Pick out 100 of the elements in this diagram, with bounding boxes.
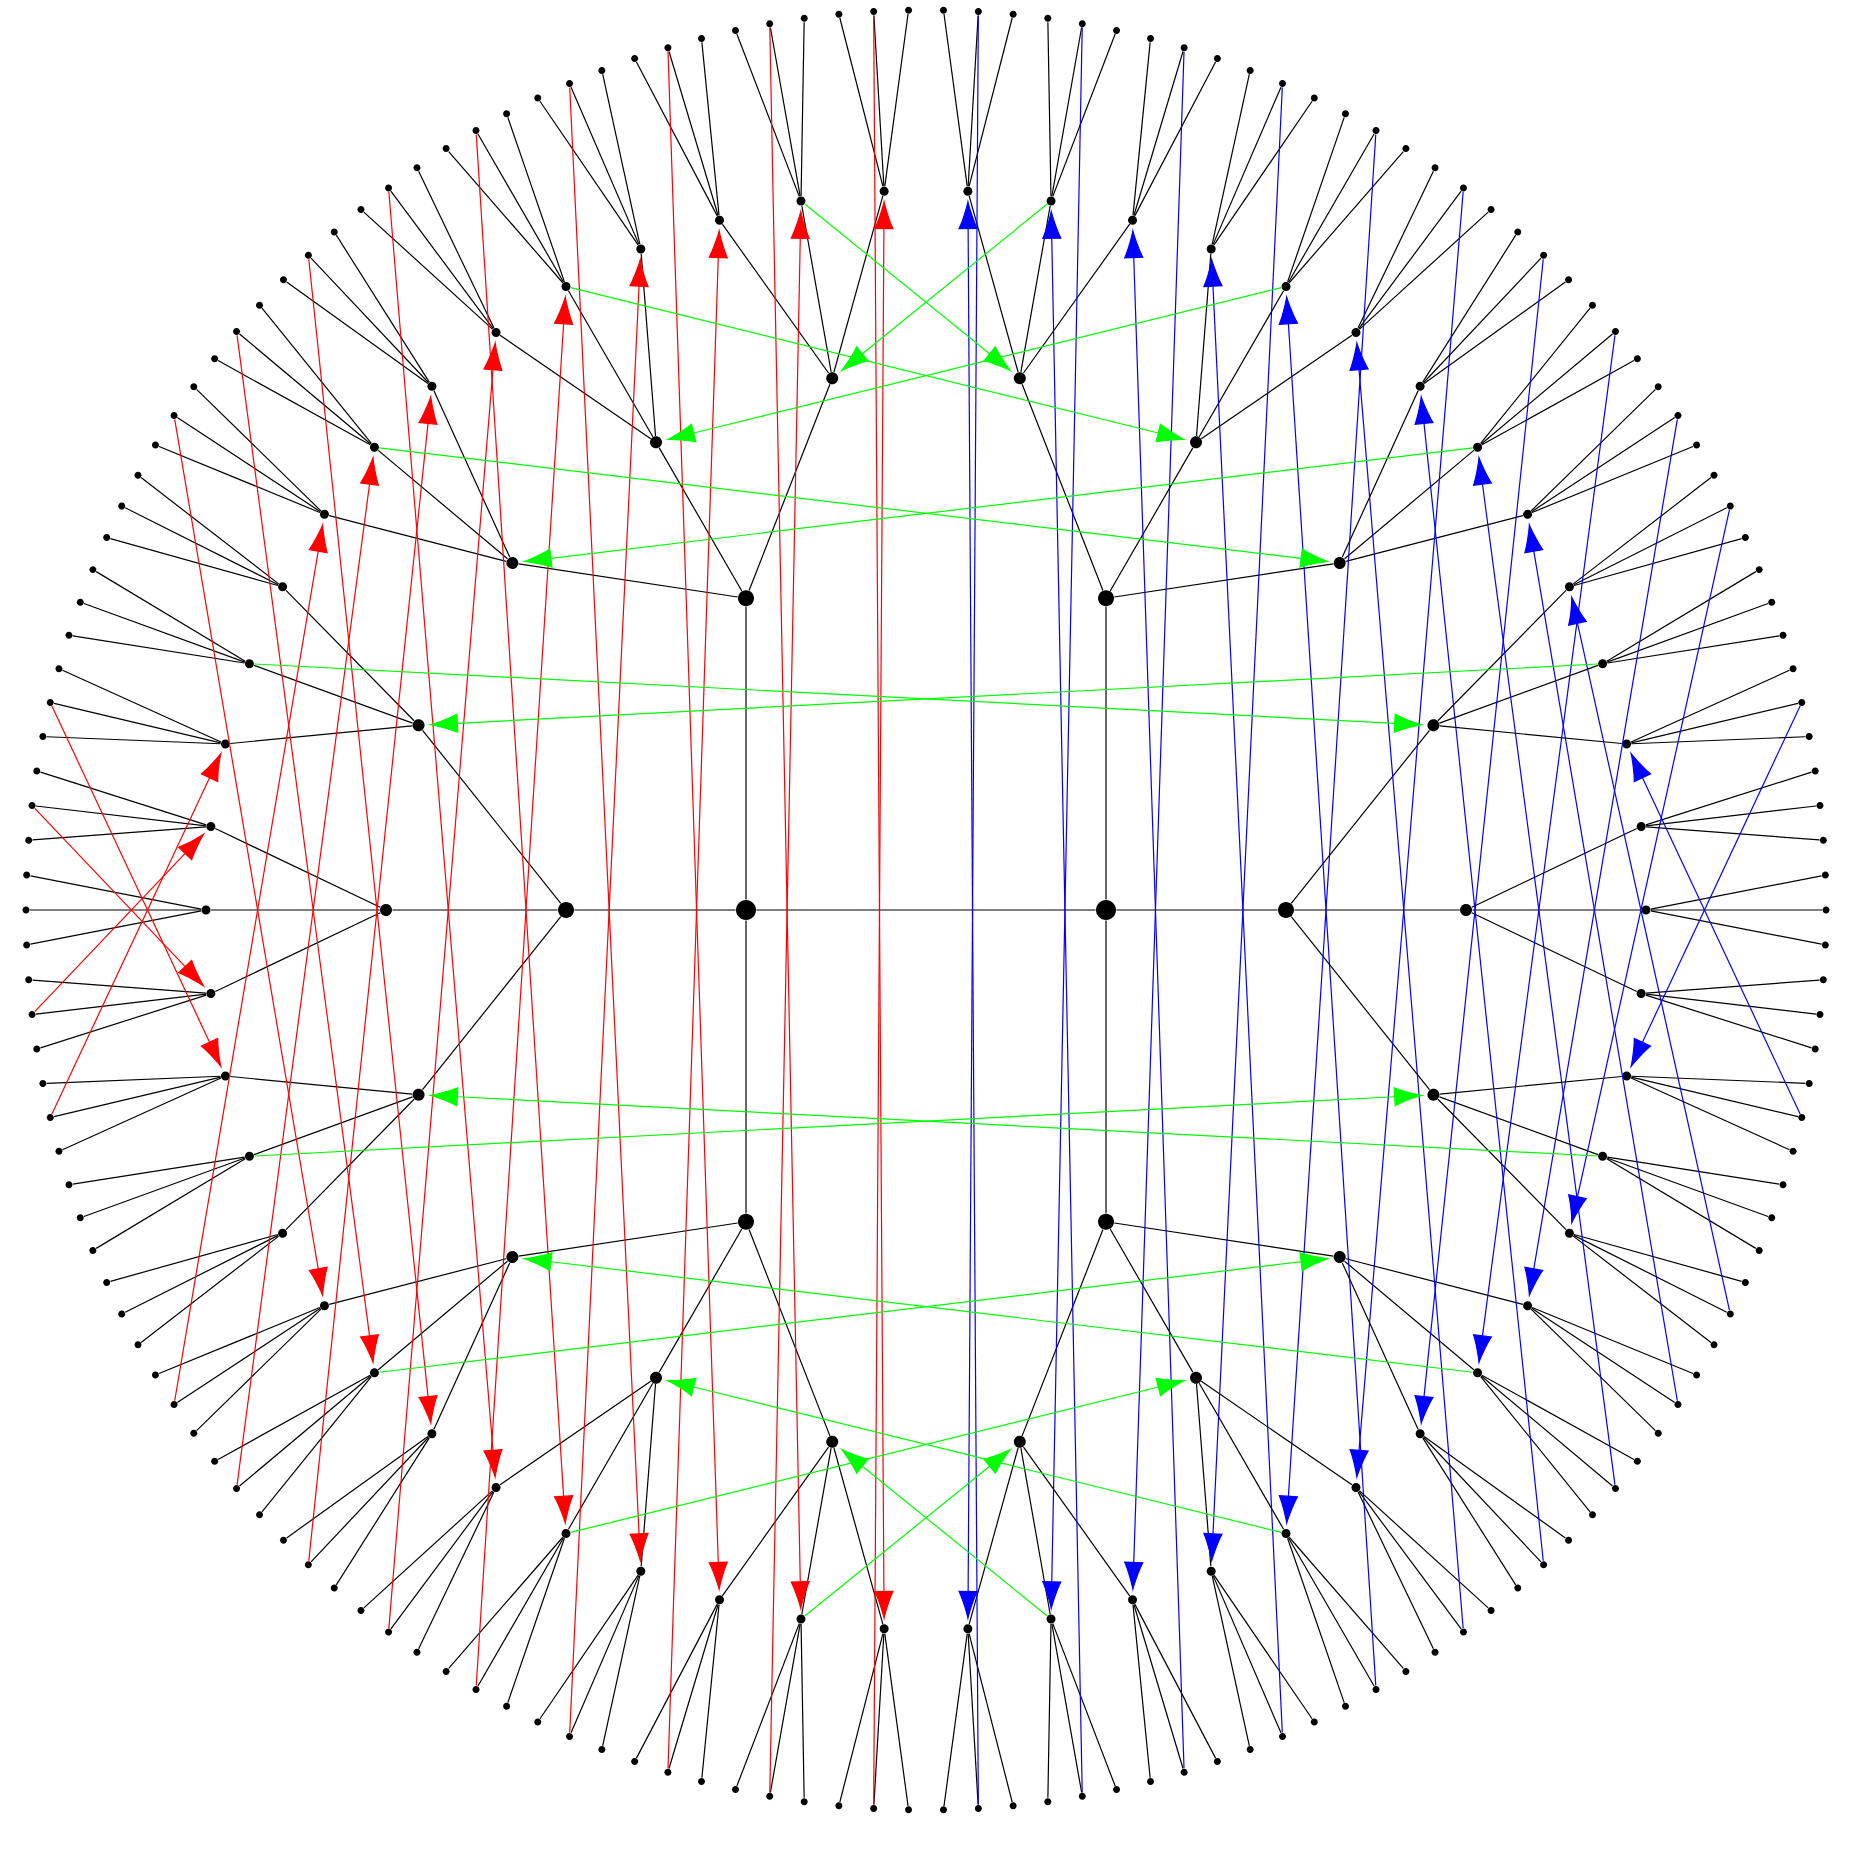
- connector-line: [1113, 563, 1334, 598]
- connector-line: [640, 1383, 657, 1567]
- connector-line: [1358, 190, 1462, 330]
- dot: [1096, 900, 1116, 920]
- connector-line: [1052, 1623, 1116, 1787]
- connector-line: [72, 635, 246, 664]
- connector-line: [1287, 133, 1375, 283]
- connector-line: [377, 1260, 509, 1371]
- connector-line: [1471, 909, 1642, 911]
- connector-line: [745, 606, 747, 901]
- connector-line: [328, 515, 507, 562]
- connector-line: [261, 1376, 372, 1513]
- connector-line: [1359, 211, 1489, 330]
- connector-line: [448, 150, 564, 284]
- connector-line: [363, 211, 494, 330]
- connector-line: [217, 359, 371, 446]
- arrow: [51, 705, 222, 1067]
- connector-line: [196, 1308, 322, 1432]
- connector-line: [1606, 1157, 1769, 1218]
- connector-line: [1630, 702, 1799, 744]
- arrow: [769, 211, 810, 1794]
- connector-line: [124, 1234, 279, 1313]
- connector-line: [1105, 919, 1107, 1214]
- arrow: [958, 201, 979, 1806]
- arrow: [430, 663, 1599, 733]
- connector-line: [499, 334, 652, 440]
- arrow: [841, 203, 1048, 372]
- connector-line: [1293, 909, 1461, 911]
- connector-line: [801, 1447, 832, 1615]
- connector-line: [839, 1632, 884, 1803]
- connector-line: [1047, 1623, 1052, 1799]
- connector-line: [1471, 912, 1638, 993]
- connector-line: [176, 417, 321, 513]
- connector-line: [1650, 910, 1823, 945]
- connector-line: [833, 1447, 884, 1625]
- connector-line: [635, 1603, 718, 1759]
- arrow: [1203, 86, 1283, 1562]
- connector-line: [140, 476, 280, 585]
- connector-line: [214, 827, 381, 908]
- arrow: [523, 447, 1474, 568]
- arrow: [174, 418, 328, 1296]
- arrow: [1278, 133, 1377, 1524]
- connector-line: [1423, 1436, 1566, 1539]
- connector-line: [46, 1075, 222, 1084]
- connector-line: [1213, 1574, 1313, 1720]
- connector-line: [433, 390, 511, 558]
- dot: [1098, 1213, 1114, 1230]
- dot: [558, 902, 574, 918]
- arrow: [34, 807, 205, 987]
- connector-line: [943, 13, 968, 187]
- arrow: [1278, 296, 1377, 1687]
- connector-line: [1132, 41, 1151, 216]
- connector-line: [701, 1604, 720, 1779]
- connector-line: [1357, 170, 1434, 329]
- connector-line: [1133, 50, 1184, 217]
- connector-line: [1530, 388, 1657, 512]
- connector-line: [1573, 1233, 1743, 1282]
- connector-line: [1439, 1075, 1623, 1095]
- connector-line: [1422, 1437, 1517, 1586]
- arrow: [570, 1377, 1185, 1533]
- connector-line: [884, 13, 909, 187]
- connector-line: [833, 195, 884, 373]
- connector-line: [95, 571, 246, 662]
- dot: [738, 1213, 754, 1230]
- connector-line: [1287, 1537, 1375, 1687]
- connector-line: [261, 307, 372, 444]
- connector-line: [1481, 359, 1635, 446]
- connector-line: [124, 507, 279, 586]
- arrow: [308, 258, 438, 1424]
- connector-line: [1021, 1229, 1104, 1437]
- connector-line: [968, 1447, 1019, 1625]
- connector-line: [421, 915, 562, 1091]
- connector-line: [1606, 602, 1769, 663]
- connector-line: [1422, 1436, 1542, 1563]
- arrow: [1124, 51, 1185, 1590]
- connector-line: [640, 253, 657, 437]
- arrow: [958, 14, 979, 1619]
- connector-line: [1195, 253, 1212, 437]
- connector-line: [35, 993, 207, 1015]
- connector-line: [1021, 383, 1104, 591]
- arrow: [1349, 342, 1464, 1629]
- dot: [1278, 902, 1294, 918]
- connector-line: [1200, 1380, 1353, 1486]
- connector-line: [745, 919, 747, 1214]
- connector-line: [1345, 1258, 1524, 1306]
- arrow: [667, 287, 1282, 443]
- connector-line: [32, 979, 207, 994]
- connector-line: [1115, 909, 1279, 911]
- connector-line: [1288, 1536, 1404, 1670]
- connector-line: [1020, 205, 1051, 373]
- arrow: [1472, 457, 1616, 1486]
- connector-line: [873, 1633, 885, 1806]
- connector-line: [1439, 725, 1623, 745]
- connector-line: [968, 17, 1013, 188]
- connector-line: [658, 447, 743, 592]
- connector-line: [1480, 1376, 1591, 1513]
- connector-line: [1438, 1096, 1599, 1156]
- connector-line: [1471, 827, 1638, 908]
- connector-line: [1200, 334, 1353, 440]
- arrow: [1568, 509, 1731, 1224]
